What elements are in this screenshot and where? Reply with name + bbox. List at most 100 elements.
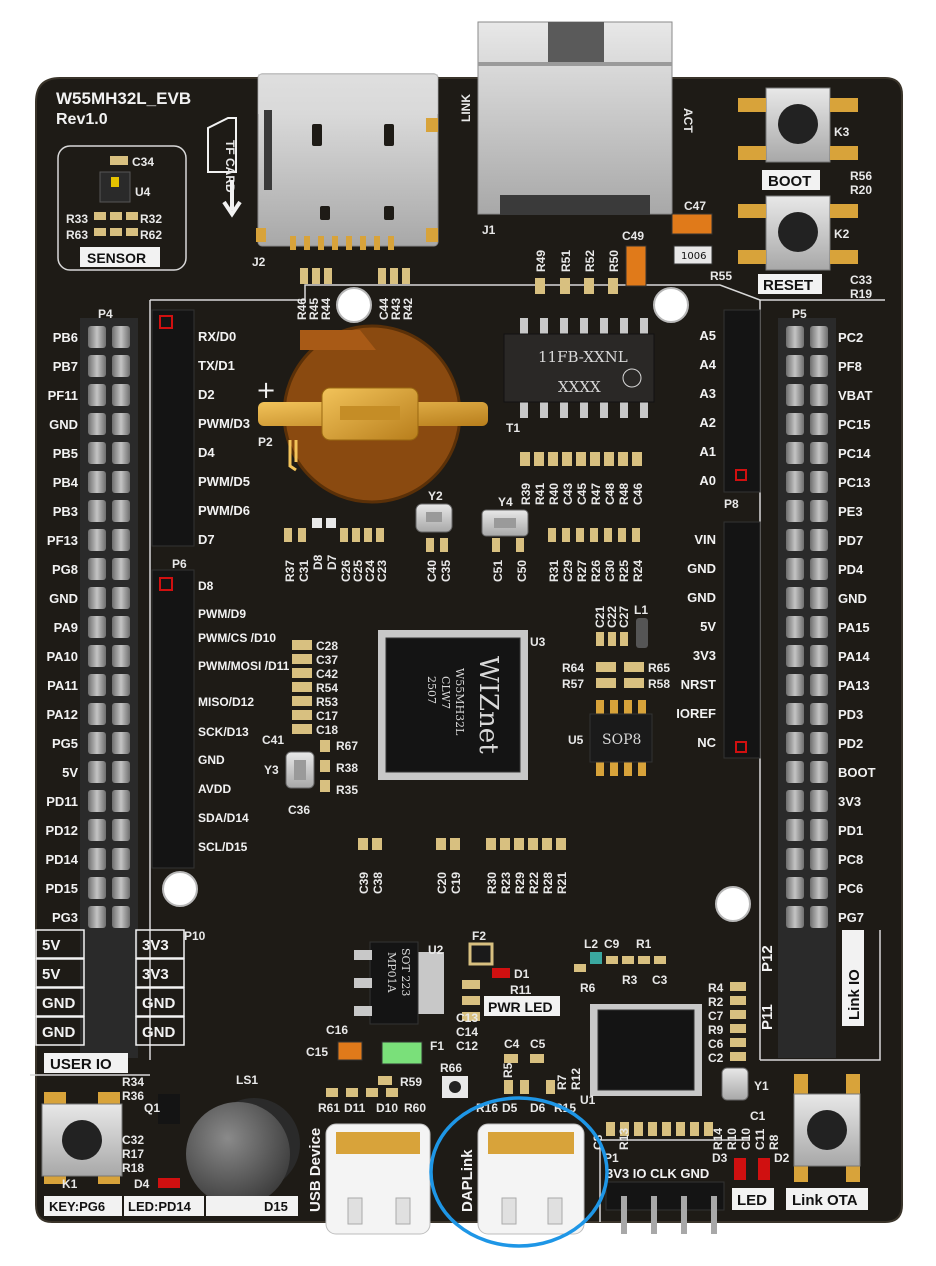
p4-pin[interactable] (88, 587, 106, 609)
p5-pin[interactable] (786, 703, 804, 725)
p5-pin[interactable] (810, 732, 828, 754)
p5-pin[interactable] (810, 616, 828, 638)
p5-pin[interactable] (810, 558, 828, 580)
p5-pin[interactable] (786, 529, 804, 551)
p5-pin[interactable] (810, 703, 828, 725)
p4-pin[interactable] (112, 819, 130, 841)
p4-pin[interactable] (88, 442, 106, 464)
p5-pin[interactable] (786, 471, 804, 493)
p5-pin[interactable] (810, 761, 828, 783)
p4-pin[interactable] (112, 877, 130, 899)
p4-pin[interactable] (112, 790, 130, 812)
p4-pin[interactable] (88, 732, 106, 754)
p1-swd-header[interactable] (605, 1181, 725, 1234)
p4-pin[interactable] (112, 384, 130, 406)
p4-pin[interactable] (88, 355, 106, 377)
p5-pin[interactable] (810, 384, 828, 406)
p5-pin[interactable] (810, 906, 828, 928)
p5-pin[interactable] (786, 413, 804, 435)
p5-pin[interactable] (810, 529, 828, 551)
u2-label: U2 (428, 943, 444, 957)
p5-pin[interactable] (810, 674, 828, 696)
p4-pin[interactable] (88, 413, 106, 435)
p4-pin[interactable] (112, 645, 130, 667)
p4-pin[interactable] (88, 819, 106, 841)
p5-pin[interactable] (810, 326, 828, 348)
p5-pin[interactable] (810, 442, 828, 464)
p4-pin[interactable] (112, 529, 130, 551)
p4-pin[interactable] (88, 326, 106, 348)
p5-pin[interactable] (786, 645, 804, 667)
p4-left-header[interactable] (80, 318, 138, 1058)
p4-pin[interactable] (112, 732, 130, 754)
p4-pin[interactable] (112, 326, 130, 348)
p5-pin[interactable] (810, 587, 828, 609)
p5-pin[interactable] (786, 587, 804, 609)
p5-pin[interactable] (810, 471, 828, 493)
p5-pin[interactable] (786, 732, 804, 754)
p5-pin[interactable] (786, 384, 804, 406)
p5-pin[interactable] (786, 906, 804, 928)
daplink-usb-connector[interactable] (477, 1123, 585, 1235)
p4-pin[interactable] (88, 616, 106, 638)
d3-label: D3 (712, 1151, 728, 1165)
act-label: ACT (681, 108, 695, 133)
p5-right-header[interactable] (778, 318, 836, 1058)
k3-boot-button[interactable] (738, 87, 858, 163)
p4-pin[interactable] (88, 529, 106, 551)
p5-pin[interactable] (810, 355, 828, 377)
p4-pin[interactable] (112, 558, 130, 580)
p4-pin[interactable] (88, 790, 106, 812)
p5-pin[interactable] (786, 442, 804, 464)
p6-header-top[interactable] (151, 309, 195, 547)
p5-pin[interactable] (810, 877, 828, 899)
p5-pin[interactable] (786, 355, 804, 377)
p4-pin[interactable] (88, 848, 106, 870)
p5-pin[interactable] (786, 819, 804, 841)
p5-pin[interactable] (786, 761, 804, 783)
p4-pin[interactable] (112, 442, 130, 464)
p4-pin[interactable] (88, 877, 106, 899)
p4-pin[interactable] (112, 906, 130, 928)
p5-pin[interactable] (786, 326, 804, 348)
p4-pin[interactable] (112, 761, 130, 783)
p5-pin[interactable] (810, 413, 828, 435)
p5-pin[interactable] (810, 500, 828, 522)
p5-pin[interactable] (810, 819, 828, 841)
p4-pin[interactable] (112, 413, 130, 435)
p5-pin[interactable] (786, 790, 804, 812)
p4-pin[interactable] (112, 674, 130, 696)
p5-pin[interactable] (786, 616, 804, 638)
power-header[interactable] (723, 521, 761, 759)
p4-pin[interactable] (112, 703, 130, 725)
p5-pin[interactable] (810, 848, 828, 870)
k2-reset-button[interactable] (738, 195, 858, 271)
p4-pin[interactable] (88, 674, 106, 696)
p4-pin[interactable] (112, 616, 130, 638)
p4-pin[interactable] (112, 848, 130, 870)
p4-pin[interactable] (112, 471, 130, 493)
p5-pin[interactable] (786, 674, 804, 696)
p4-pin[interactable] (112, 587, 130, 609)
p4-pin[interactable] (88, 703, 106, 725)
p4-pin[interactable] (88, 761, 106, 783)
k1-key-button[interactable] (41, 1092, 123, 1184)
p6-header-bottom[interactable] (151, 569, 195, 869)
p4-pin[interactable] (88, 471, 106, 493)
p4-pin[interactable] (88, 500, 106, 522)
p4-pin[interactable] (88, 384, 106, 406)
link-ota-button[interactable] (793, 1074, 861, 1182)
p5-pin[interactable] (786, 848, 804, 870)
p4-pin[interactable] (88, 558, 106, 580)
p5-pin[interactable] (786, 558, 804, 580)
p5-pin[interactable] (810, 645, 828, 667)
p5-pin[interactable] (786, 500, 804, 522)
p5-pin[interactable] (786, 877, 804, 899)
p4-pin[interactable] (112, 500, 130, 522)
p5-pin[interactable] (810, 790, 828, 812)
p4-pin[interactable] (88, 906, 106, 928)
p8-analog-header[interactable] (723, 309, 761, 493)
p4-pin[interactable] (88, 645, 106, 667)
p4-pin[interactable] (112, 355, 130, 377)
usb-device-connector[interactable] (325, 1123, 431, 1235)
